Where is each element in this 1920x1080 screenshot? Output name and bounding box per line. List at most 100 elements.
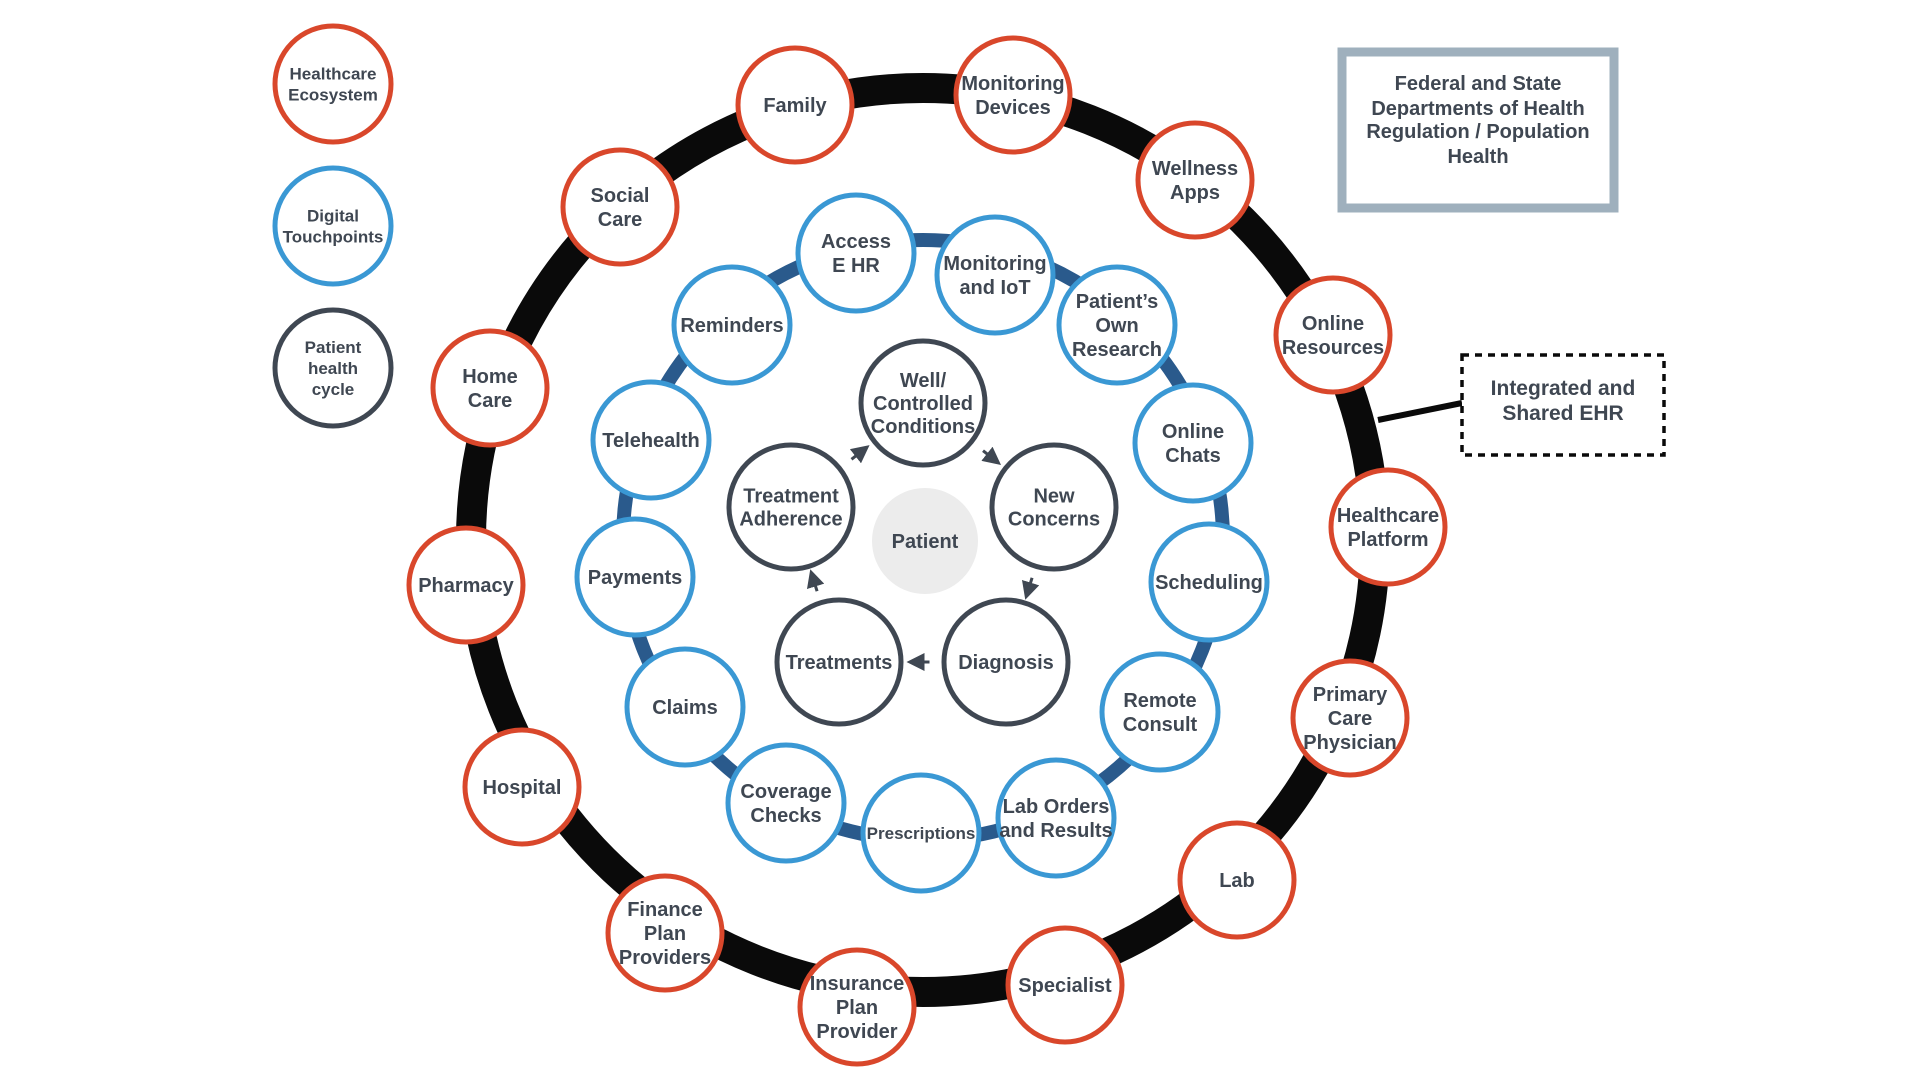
cycle-node-treatment-adherence-label-line: Adherence <box>739 509 842 531</box>
touchpoint-node-remote-consult-label-line: Consult <box>1123 714 1198 736</box>
touchpoint-node-telehealth-circle <box>590 379 712 501</box>
ecosystem-node-primary-care-physician-label-line: Primary <box>1313 684 1388 706</box>
ecosystem-node-primary-care-physician-label-line: Care <box>1328 708 1372 730</box>
ecosystem-node-wellness-apps-label-line: Wellness <box>1152 158 1238 180</box>
touchpoint-node-scheduling: Scheduling <box>1148 521 1270 643</box>
ecosystem-node-primary-care-physician-circle <box>1290 658 1410 778</box>
cycle-node-treatments-circle <box>774 597 904 727</box>
patient-cycle-nodes: Well/ControlledConditionsNewConcernsDiag… <box>726 338 1119 727</box>
ecosystem-node-home-care-circle <box>430 328 550 448</box>
ecosystem-node-monitoring-devices-label-line: Monitoring <box>961 73 1064 95</box>
touchpoint-node-reminders-circle <box>671 264 793 386</box>
cycle-node-well-controlled-conditions-circle <box>858 338 988 468</box>
ecosystem-node-insurance-plan-provider-label-line: Provider <box>816 1021 897 1043</box>
legend-digital-touchpoints-label-line: Touchpoints <box>283 227 384 246</box>
ecosystem-node-online-resources-label-line: Online <box>1302 313 1364 335</box>
ecosystem-node-finance-plan-providers-label-line: Finance <box>627 899 703 921</box>
ecosystem-node-insurance-plan-provider-label-line: Plan <box>836 997 878 1019</box>
patient-center-label: Patient <box>892 531 959 553</box>
legend-digital-touchpoints-circle <box>272 165 394 287</box>
touchpoint-node-patient-s-own-research-circle <box>1056 264 1178 386</box>
patient-center: Patient <box>872 488 978 594</box>
touchpoint-node-coverage-checks-label-line: Coverage <box>740 781 831 803</box>
touchpoint-node-reminders: Reminders <box>671 264 793 386</box>
ecosystem-node-online-resources-label-line: Resources <box>1282 337 1384 359</box>
touchpoint-node-prescriptions-label-line: Prescriptions <box>867 824 976 843</box>
cycle-node-diagnosis-label-line: Diagnosis <box>958 652 1054 674</box>
ecosystem-node-finance-plan-providers-label-line: Providers <box>619 947 711 969</box>
cycle-node-diagnosis-circle <box>941 597 1071 727</box>
cycle-node-well-controlled-conditions-label-line: Well/ <box>900 370 947 392</box>
touchpoint-node-lab-orders-and-results-label-line: Lab Orders <box>1003 796 1110 818</box>
patient-center-circle <box>872 488 978 594</box>
touchpoint-node-monitoring-and-iot-label-line: Monitoring <box>943 253 1046 275</box>
legend-patient-health-cycle-label-line: health <box>308 359 358 378</box>
cycle-node-treatments: Treatments <box>774 597 904 727</box>
touchpoint-node-access-e-hr-circle <box>795 192 917 314</box>
ecosystem-node-hospital: Hospital <box>462 727 582 847</box>
ecosystem-node-healthcare-platform-label-line: Healthcare <box>1337 505 1439 527</box>
cycle-node-well-controlled-conditions-label-line: Controlled <box>873 393 973 415</box>
ecosystem-node-lab-circle <box>1177 820 1297 940</box>
ecosystem-node-family-circle <box>735 45 855 165</box>
cycle-node-new-concerns-circle <box>989 442 1119 572</box>
ecosystem-node-social-care-label-line: Care <box>598 209 642 231</box>
cycle-arrow <box>849 445 870 464</box>
touchpoint-node-payments-label-line: Payments <box>588 567 683 589</box>
ecosystem-node-monitoring-devices-label-line: Devices <box>975 97 1051 119</box>
ecosystem-node-home-care-label-line: Care <box>468 390 512 412</box>
touchpoint-node-claims-circle <box>624 646 746 768</box>
ecosystem-node-wellness-apps-label-line: Apps <box>1170 182 1220 204</box>
ecosystem-node-specialist-label-line: Specialist <box>1018 975 1112 997</box>
ecosystem-node-hospital-label-line: Hospital <box>483 777 562 799</box>
touchpoint-node-telehealth-label-line: Telehealth <box>602 430 699 452</box>
ecosystem-node-social-care-circle <box>560 147 680 267</box>
ecosystem-node-hospital-circle <box>462 727 582 847</box>
cycle-node-diagnosis: Diagnosis <box>941 597 1071 727</box>
touchpoint-node-patient-s-own-research-label-line: Own <box>1095 315 1138 337</box>
touchpoint-node-coverage-checks-circle <box>725 742 847 864</box>
cycle-arrow <box>981 446 1002 465</box>
ecosystem-node-healthcare-platform-label-line: Platform <box>1347 529 1428 551</box>
ecosystem-nodes: FamilyMonitoringDevicesWellnessAppsOnlin… <box>406 35 1448 1067</box>
touchpoint-node-scheduling-circle <box>1148 521 1270 643</box>
legend-healthcare-ecosystem-label-line: Healthcare <box>290 64 377 83</box>
touchpoint-node-telehealth: Telehealth <box>590 379 712 501</box>
touchpoint-node-monitoring-and-iot-circle <box>934 214 1056 336</box>
ecosystem-node-monitoring-devices-circle <box>953 35 1073 155</box>
touchpoint-node-payments-circle <box>574 516 696 638</box>
touchpoint-node-online-chats-circle <box>1132 382 1254 504</box>
touchpoint-node-access-e-hr-label-line: Access <box>821 231 891 253</box>
ecosystem-node-insurance-plan-provider-circle <box>797 947 917 1067</box>
legend: HealthcareEcosystemDigitalTouchpointsPat… <box>272 23 394 429</box>
ecosystem-node-online-resources-circle <box>1273 275 1393 395</box>
legend-healthcare-ecosystem-label-line: Ecosystem <box>288 85 378 104</box>
ecosystem-node-specialist: Specialist <box>1005 925 1125 1045</box>
ecosystem-node-primary-care-physician-label-line: Physician <box>1303 732 1396 754</box>
legend-patient-health-cycle-circle <box>272 307 394 429</box>
touchpoint-node-patient-s-own-research-label-line: Patient’s <box>1076 291 1159 313</box>
touchpoint-node-reminders-label-line: Reminders <box>680 315 783 337</box>
legend-healthcare-ecosystem-circle <box>272 23 394 145</box>
cycle-node-new-concerns-label-line: New <box>1033 486 1075 508</box>
ecosystem-node-family: Family <box>735 45 855 165</box>
